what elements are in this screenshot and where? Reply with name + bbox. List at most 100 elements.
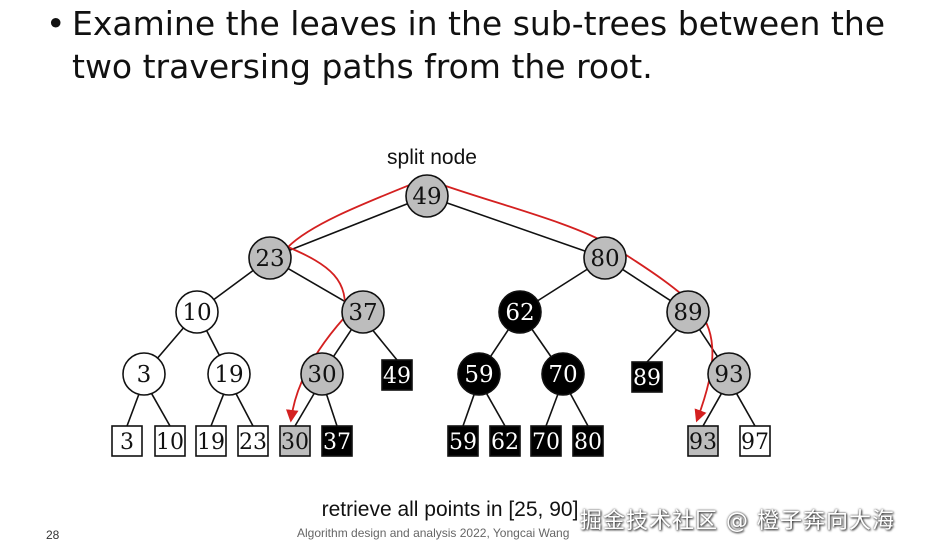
tree-node-label: 62 [505,300,534,326]
tree-node-circle [207,352,251,396]
leaf-box-37: 37 [321,425,353,457]
leaf-box-10: 10 [154,425,186,457]
tree-node-label: 70 [548,362,577,388]
leaf-box-80: 80 [572,425,604,457]
leaf-box-label: 10 [156,430,184,455]
tree-node-93: 93 [707,352,751,396]
tree-node-59: 59 [457,352,501,396]
tree-edge [325,394,338,427]
watermark: 掘金技术社区 @ 橙子奔向大海 [580,509,895,534]
leaf-box-59: 59 [447,425,479,457]
tree-node-label: 49 [412,184,441,210]
leaf-box-label: 23 [239,430,267,455]
tree-edges [126,202,756,427]
tree-node-23: 23 [248,236,292,280]
tree-node-circle [498,290,542,334]
tree-edge [622,268,671,302]
tree-edge [372,329,398,361]
leaf-box-rect [687,425,719,457]
tree-node-label: 37 [348,300,377,326]
tree-edge [332,329,353,357]
leaf-box-rect [111,425,143,457]
tree-edge [205,330,221,356]
leaf-box-label: 89 [633,366,661,391]
leaf-box-label: 3 [120,430,134,455]
tree-node-circle [457,352,501,396]
tree-edge [537,268,588,302]
tree-node-label: 93 [714,362,743,388]
tree-node-10: 10 [175,290,219,334]
leaf-box-rect [530,425,562,457]
footer-course-text: Algorithm design and analysis 2022, Yong… [297,526,570,540]
leaf-box-rect [279,425,311,457]
tree-node-label: 19 [214,362,243,388]
tree-node-label: 89 [673,300,702,326]
leaf-box-rect [572,425,604,457]
leaf-box-rect [489,425,521,457]
leaf-box-19: 19 [195,425,227,457]
tree-node-label: 23 [255,246,284,272]
leaf-box-rect [381,359,413,391]
tree-node-label: 30 [307,362,336,388]
tree-node-circle [583,236,627,280]
leaf-box-label: 59 [449,430,477,455]
tree-node-3: 3 [122,352,166,396]
tree-edge [157,327,184,359]
tree-node-30: 30 [300,352,344,396]
bullet-dot: • [46,4,66,43]
tree-node-19: 19 [207,352,251,396]
leaf-box-97: 97 [739,425,771,457]
leaf-box-label: 30 [281,430,309,455]
tree-node-62: 62 [498,290,542,334]
leaf-box-93: 93 [687,425,719,457]
tree-edge [210,393,225,427]
tree-node-circle [341,290,385,334]
leaf-box-30: 30 [279,425,311,457]
tree-edge [531,328,552,358]
leaf-box-89: 89 [631,361,663,393]
tree-node-circle [175,290,219,334]
leaf-box-label: 97 [741,430,769,455]
leaf-box-rect [321,425,353,457]
tree-node-circle [405,174,449,218]
tree-node-70: 70 [541,352,585,396]
tree-edge [126,394,140,427]
tree-edge [294,393,315,427]
leaf-box-label: 19 [197,430,225,455]
leaf-box-label: 93 [689,430,717,455]
tree-edge [289,202,408,252]
tree-node-label: 80 [590,246,619,272]
tree-edge [150,393,171,427]
tree-node-80: 80 [583,236,627,280]
tree-node-89: 89 [666,290,710,334]
split-node-label: split node [387,146,477,169]
bullet-point: • Examine the leaves in the sub-trees be… [46,2,926,88]
tree-edge [489,329,510,357]
leaf-box-label: 49 [383,364,411,389]
tree-edge [287,267,346,303]
tree-edge [462,394,475,427]
tree-node-circle [707,352,751,396]
tree-edge [702,393,723,427]
tree-node-circle [122,352,166,396]
leaf-box-rect [631,361,663,393]
tree-edge [213,269,254,301]
leaf-box-label: 70 [532,430,560,455]
tree-edge [235,393,254,427]
leaf-box-rect [739,425,771,457]
tree-edge [545,394,559,427]
tree-node-49: 49 [405,174,449,218]
leaf-box-label: 62 [491,430,519,455]
tree-node-circle [666,290,710,334]
leaf-box-rect [237,425,269,457]
tree-node-label: 59 [464,362,493,388]
tree-node-circle [300,352,344,396]
tree-node-37: 37 [341,290,385,334]
tree-leaves: 49 89 3 10 19 23 30 37 59 62 70 80 93 97 [111,359,771,457]
leaf-box-rect [447,425,479,457]
tree-node-label: 3 [137,362,152,388]
tree-edge [569,393,589,427]
bullet-text: Examine the leaves in the sub-trees betw… [72,4,886,86]
leaf-box-label: 37 [323,430,351,455]
